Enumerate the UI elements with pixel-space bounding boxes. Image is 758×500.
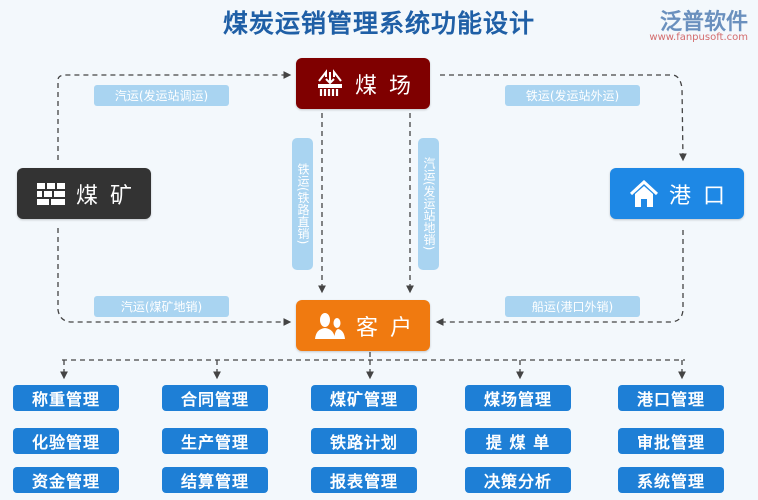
edge-mine-customer — [57, 228, 292, 326]
node-port[interactable]: 港口 — [610, 168, 744, 219]
edge-port-customer — [435, 230, 684, 326]
watermark-url: www.fanpusoft.com — [649, 32, 748, 43]
home-icon — [629, 179, 659, 207]
module-button[interactable]: 审批管理 — [618, 428, 724, 454]
edge-label-yard-customer-rail: 铁运(铁路直销) — [292, 138, 313, 270]
module-button[interactable]: 资金管理 — [13, 467, 119, 493]
bricks-icon — [36, 182, 65, 205]
module-button[interactable]: 结算管理 — [162, 467, 268, 493]
edge-mine-yard — [57, 71, 292, 160]
users-icon — [314, 312, 345, 339]
edge-label-yard-port: 铁运(发运站外运) — [505, 85, 640, 106]
node-label: 煤场 — [354, 73, 423, 99]
edge-label-mine-yard: 汽运(发运站调运) — [94, 85, 229, 106]
warehouse-icon — [317, 68, 342, 96]
node-label: 煤矿 — [75, 183, 144, 209]
module-button[interactable]: 系统管理 — [618, 467, 724, 493]
edge-label-port-customer: 船运(港口外销) — [505, 296, 640, 317]
node-coal-mine[interactable]: 煤矿 — [17, 168, 151, 219]
module-button[interactable]: 生产管理 — [162, 428, 268, 454]
node-coal-yard[interactable]: 煤场 — [296, 58, 430, 109]
edge-label-yard-customer-truck: 汽运(发运站地销) — [418, 138, 439, 270]
module-button[interactable]: 称重管理 — [13, 385, 119, 411]
module-button[interactable]: 合同管理 — [162, 385, 268, 411]
module-button[interactable]: 港口管理 — [618, 385, 724, 411]
node-label: 客户 — [355, 315, 424, 341]
module-button[interactable]: 化验管理 — [13, 428, 119, 454]
edge-label-mine-customer: 汽运(煤矿地销) — [94, 296, 229, 317]
module-button[interactable]: 决策分析 — [465, 467, 571, 493]
module-button[interactable]: 煤场管理 — [465, 385, 571, 411]
node-customer[interactable]: 客户 — [296, 300, 430, 351]
module-button[interactable]: 煤矿管理 — [311, 385, 417, 411]
page-title: 煤炭运销管理系统功能设计 — [222, 9, 536, 38]
watermark-logo: 泛普软件 — [659, 10, 748, 35]
module-button[interactable]: 报表管理 — [311, 467, 417, 493]
module-button[interactable]: 提 煤 单 — [465, 428, 571, 454]
module-button[interactable]: 铁路计划 — [311, 428, 417, 454]
node-label: 港口 — [668, 183, 737, 209]
